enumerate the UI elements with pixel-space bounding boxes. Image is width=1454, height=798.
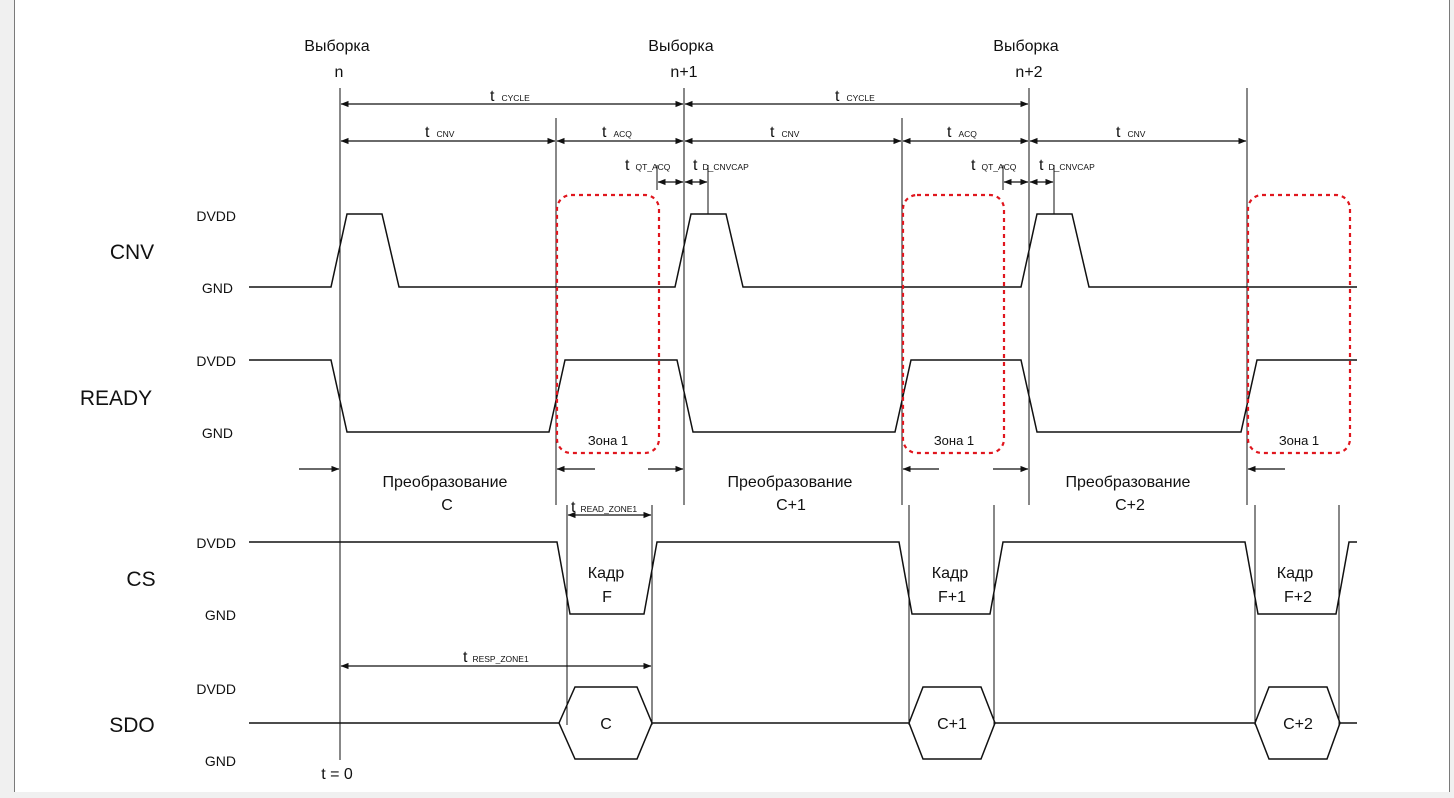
cnv-high-level: DVDD: [196, 208, 236, 224]
conversion-label-3-line2: C+2: [1115, 497, 1145, 514]
zone-labels: Зона 1 Зона 1 Зона 1: [588, 433, 1319, 448]
cnv-low-level: GND: [202, 280, 233, 296]
signal-name-ready: READY: [80, 387, 152, 410]
frame-label-3-line2: F+2: [1284, 589, 1312, 606]
sample-label-n-line1: Выборка: [304, 38, 369, 55]
sdo-low-level: GND: [205, 753, 236, 769]
zone-box-1: [555, 193, 661, 455]
zone-box-3: [1246, 193, 1352, 455]
ready-low-level: GND: [202, 425, 233, 441]
conversion-label-3-line1: Преобразование: [1066, 474, 1191, 491]
signal-names: CNV READY CS SDO: [80, 241, 156, 737]
sample-label-n1-line2: n+1: [670, 64, 697, 81]
sample-label-n2-line2: n+2: [1015, 64, 1042, 81]
conversion-label-1-line2: C: [441, 497, 453, 514]
frame-label-2-line1: Кадр: [932, 565, 969, 582]
frame-labels: Кадр F Кадр F+1 Кадр F+2: [588, 565, 1314, 606]
cs-low-level: GND: [205, 607, 236, 623]
sdo-data-eye-3: [1254, 686, 1341, 760]
zone-label-2: Зона 1: [934, 433, 974, 448]
sdo-data-eye-2: [908, 686, 996, 760]
conversion-label-2-line2: C+1: [776, 497, 806, 514]
cs-waveform: [249, 541, 1357, 615]
signal-name-cs: CS: [126, 568, 155, 591]
waveforms: [249, 213, 1357, 760]
signal-name-sdo: SDO: [109, 714, 155, 737]
zone-label-3: Зона 1: [1279, 433, 1319, 448]
sdo-data-eye-1: [558, 686, 653, 760]
sdo-data-label-3: C+2: [1283, 716, 1313, 733]
conversion-labels: Преобразование C Преобразование C+1 Прео…: [383, 474, 1191, 514]
cs-high-level: DVDD: [196, 535, 236, 551]
zone-boxes: [555, 193, 1352, 455]
zone-label-1: Зона 1: [588, 433, 628, 448]
t-zero-label: t = 0: [321, 766, 353, 783]
ready-waveform: [249, 359, 1357, 433]
sdo-data-label-1: C: [600, 716, 612, 733]
frame-label-2-line2: F+1: [938, 589, 966, 606]
sample-label-n2-line1: Выборка: [993, 38, 1058, 55]
sample-label-n1-line1: Выборка: [648, 38, 713, 55]
frame-label-1-line2: F: [602, 589, 612, 606]
frame-label-3-line1: Кадр: [1277, 565, 1314, 582]
sample-label-n-line2: n: [335, 64, 344, 81]
conversion-label-1-line1: Преобразование: [383, 474, 508, 491]
ready-high-level: DVDD: [196, 353, 236, 369]
conversion-label-2-line1: Преобразование: [728, 474, 853, 491]
sdo-data-label-2: C+1: [937, 716, 967, 733]
timing-arrows: [299, 100, 1285, 670]
signal-name-cnv: CNV: [110, 241, 154, 264]
sdo-data-labels: C C+1 C+2: [600, 716, 1313, 733]
cnv-waveform: [249, 213, 1357, 288]
zone-box-2: [901, 193, 1006, 455]
sdo-high-level: DVDD: [196, 681, 236, 697]
level-labels: DVDD GND DVDD GND DVDD GND DVDD GND: [196, 208, 236, 769]
frame-label-1-line1: Кадр: [588, 565, 625, 582]
sample-labels: Выборка n Выборка n+1 Выборка n+2: [304, 38, 1058, 81]
